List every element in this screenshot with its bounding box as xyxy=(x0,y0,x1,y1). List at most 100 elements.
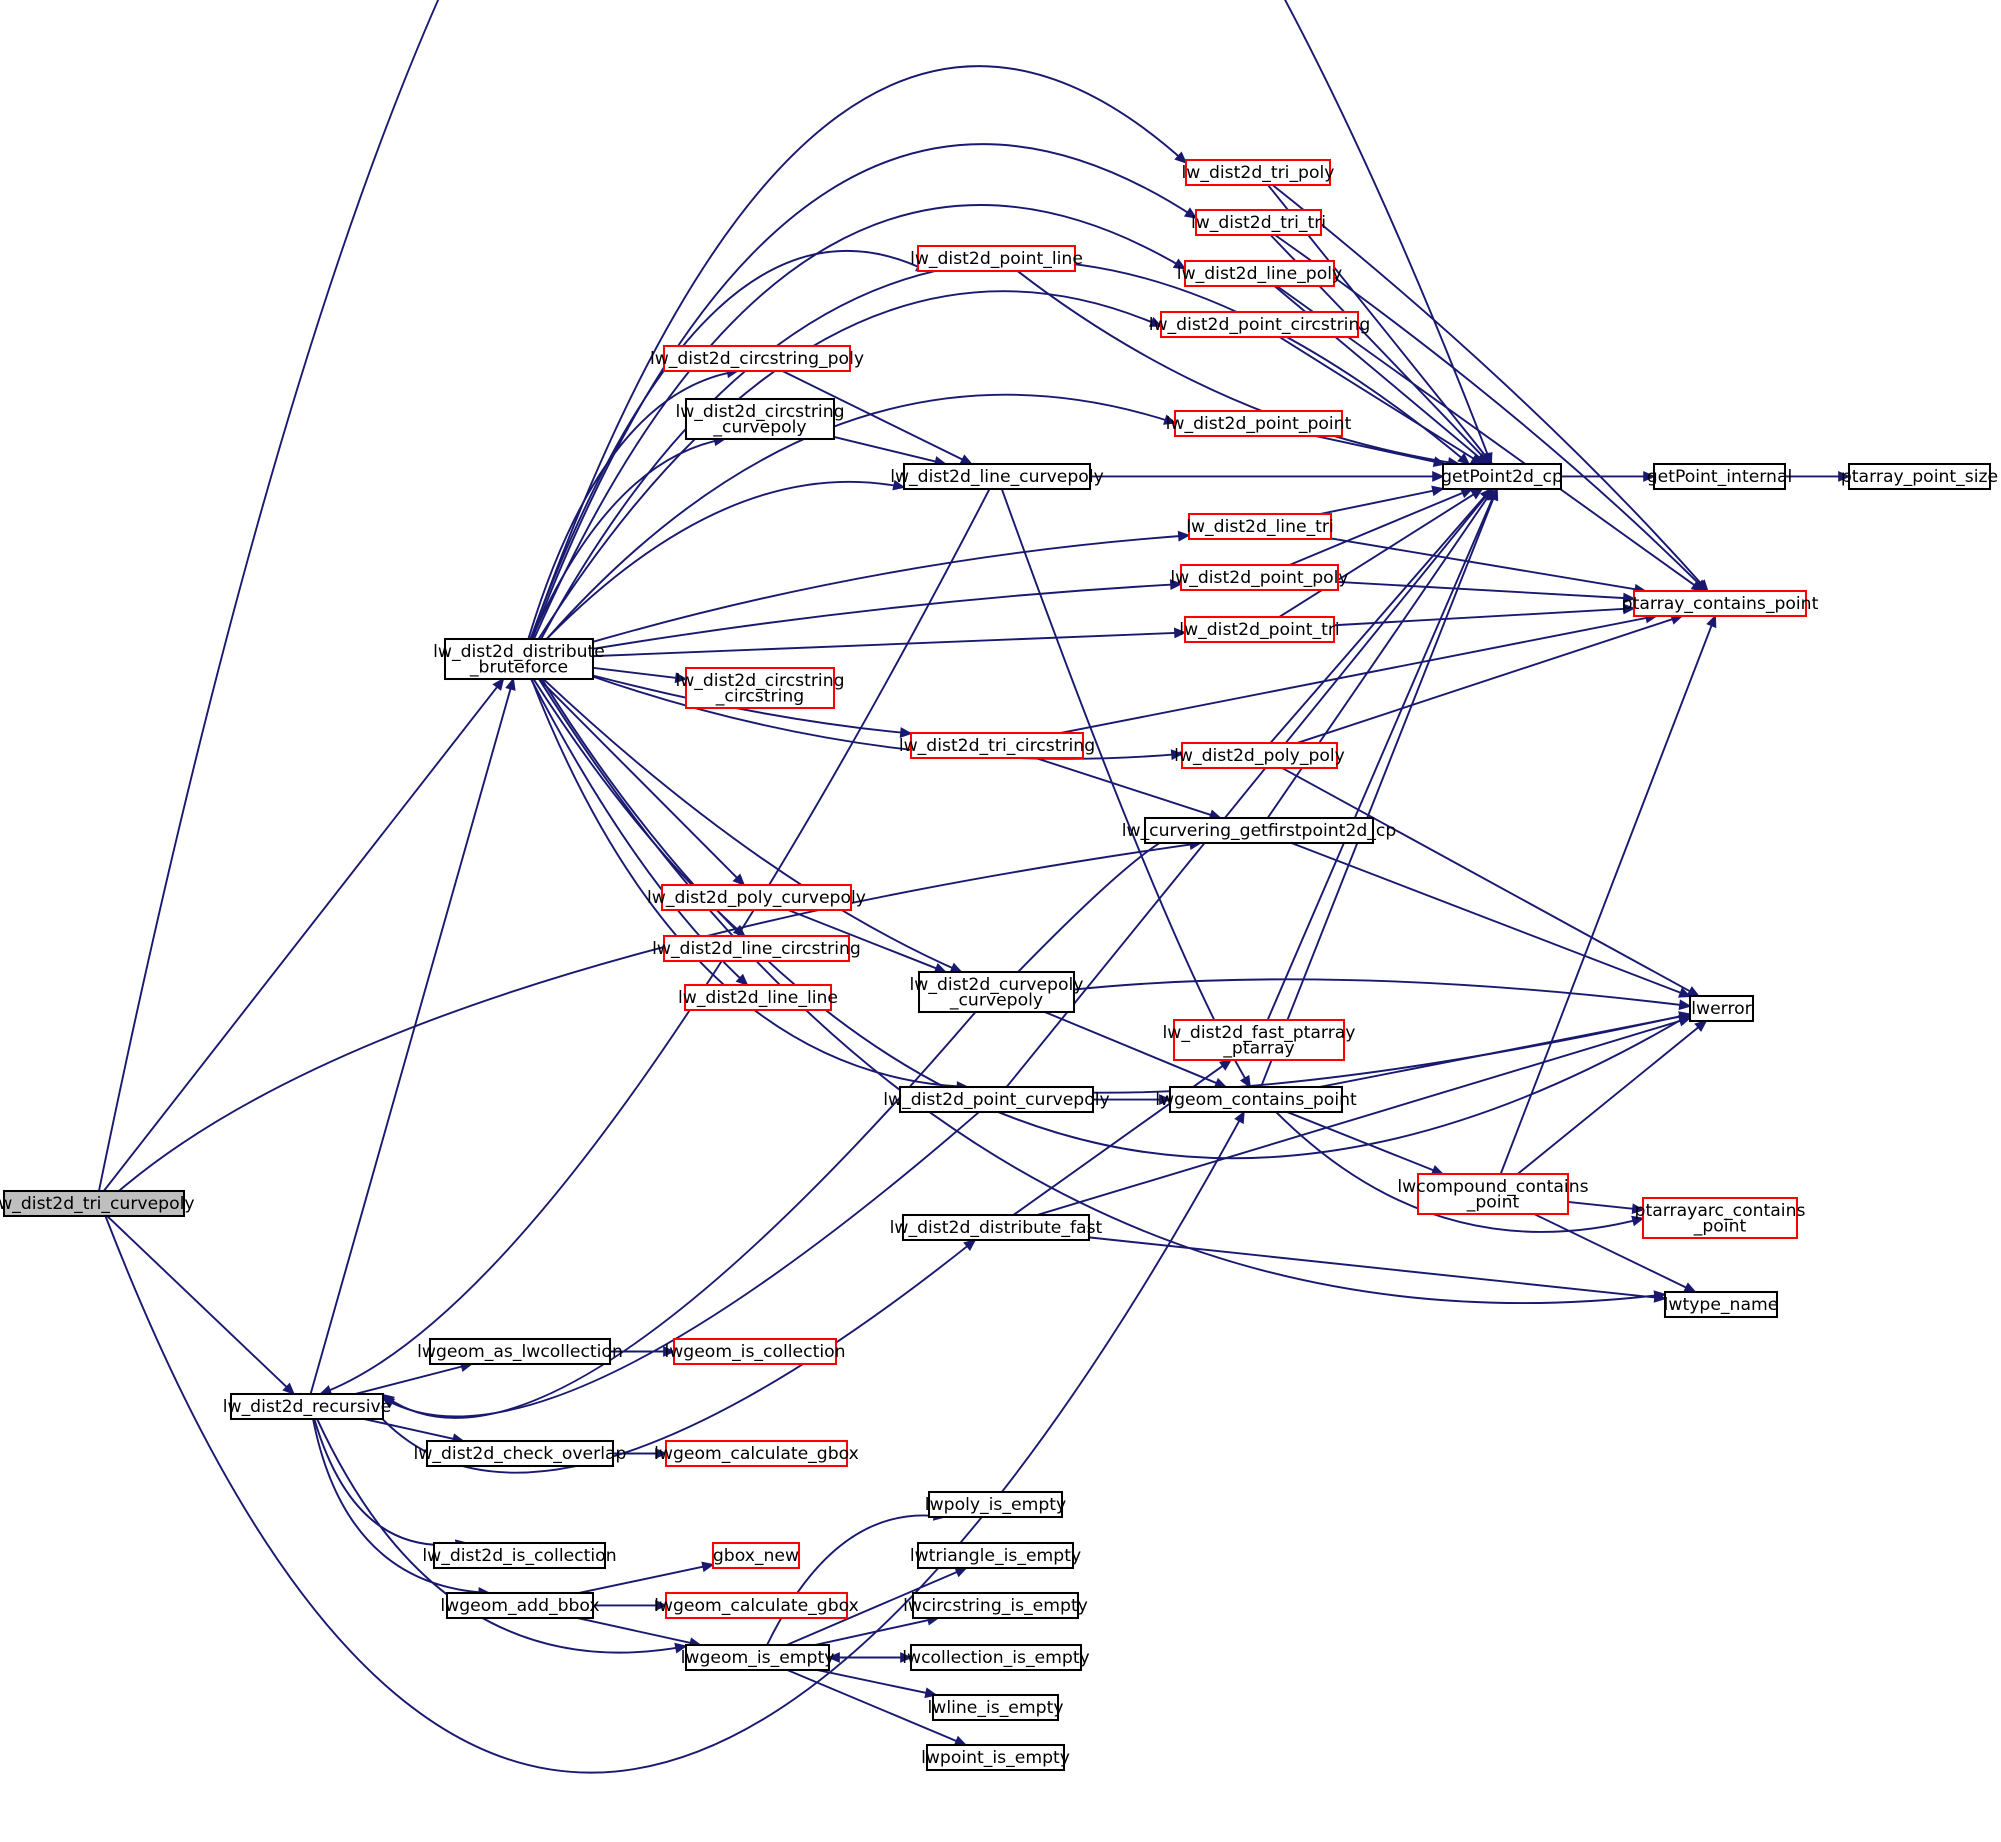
node-point-line[interactable]: lw_dist2d_point_line xyxy=(910,244,1083,273)
call-edge-tri_curvepoly-to-lwgeom_contains_point xyxy=(104,1110,1245,1774)
node-box xyxy=(1688,994,1755,1023)
node-fast-ptarray[interactable]: lw_dist2d_fast_ptarray_ptarray xyxy=(1162,1018,1356,1062)
call-edge-line xyxy=(537,290,1162,640)
call-edge-line xyxy=(382,1111,980,1418)
call-edge-point_poly-to-ptarray_contains_point xyxy=(1337,580,1636,604)
node-lwgeom-is-empty[interactable]: lwgeom_is_empty xyxy=(681,1643,835,1672)
node-line-poly[interactable]: lw_dist2d_line_poly xyxy=(1177,259,1342,288)
node-curvepoly-curvepoly[interactable]: lw_dist2d_curvepoly_curvepoly xyxy=(910,970,1084,1014)
node-getfirstpoint[interactable]: lw_curvering_getfirstpoint2d_cp xyxy=(1122,816,1397,845)
call-edge-circstring_curvepoly-to-line_curvepoly xyxy=(833,436,948,467)
node-calc-gbox1[interactable]: lwgeom_calculate_gbox xyxy=(654,1439,859,1468)
node-calc-gbox2[interactable]: lwgeom_calculate_gbox xyxy=(654,1591,859,1620)
node-box xyxy=(1187,512,1333,541)
call-edge-distribute_fast-to-lwerror xyxy=(1037,1015,1692,1216)
arrowhead-icon xyxy=(282,1382,296,1396)
node-poly-curvepoly[interactable]: lw_dist2d_poly_curvepoly xyxy=(647,883,866,912)
node-circstring-circstring[interactable]: lw_dist2d_circstring_circstring xyxy=(675,666,845,710)
call-edge-point_curvepoly-to-lwgeom_contains_point xyxy=(1093,1094,1172,1105)
node-distribute-fast[interactable]: lw_dist2d_distribute_fast xyxy=(890,1213,1103,1242)
node-lwcompound-contains[interactable]: lwcompound_contains_point xyxy=(1397,1172,1589,1216)
call-edge-lwcompound_contains-to-ptarray_contains_point xyxy=(1499,614,1717,1175)
arrowhead-icon xyxy=(1213,1077,1228,1088)
node-box xyxy=(672,1337,838,1366)
call-edge-bruteforce-to-tri_tri xyxy=(531,143,1198,640)
node-getPoint-internal[interactable]: getPoint_internal xyxy=(1647,462,1793,491)
node-label: lw_dist2d_is_collection xyxy=(422,1546,616,1566)
node-bruteforce[interactable]: lw_dist2d_distribute_bruteforce xyxy=(433,637,605,681)
call-edge-line xyxy=(540,678,1691,1160)
call-edge-bruteforce-to-poly_curvepoly xyxy=(538,678,746,887)
node-ptarray-point-size[interactable]: ptarray_point_size xyxy=(1841,462,1998,491)
call-edge-line xyxy=(531,143,1197,640)
node-line-tri[interactable]: lw_dist2d_line_tri xyxy=(1186,512,1334,541)
node-getPoint2d-cp[interactable]: getPoint2d_cp xyxy=(1441,462,1563,491)
node-label: lw_dist2d_circstring xyxy=(675,671,844,691)
node-lwtype-name[interactable]: lwtype_name xyxy=(1664,1290,1779,1319)
node-tri-circstring[interactable]: lw_dist2d_tri_circstring xyxy=(899,731,1095,760)
node-as-lwcollection[interactable]: lwgeom_as_lwcollection xyxy=(417,1337,623,1366)
call-edge-line xyxy=(118,842,1201,1192)
node-lwcircstring-is-empty[interactable]: lwcircstring_is_empty xyxy=(903,1591,1088,1620)
arrowhead-icon xyxy=(1678,999,1692,1011)
node-point-circstring[interactable]: lw_dist2d_point_circstring xyxy=(1149,310,1371,339)
node-lwgeom-contains-point[interactable]: lwgeom_contains_point xyxy=(1155,1085,1357,1114)
node-point-poly[interactable]: lw_dist2d_point_poly xyxy=(1170,563,1349,592)
node-lwerror[interactable]: lwerror xyxy=(1688,994,1755,1023)
node-poly-poly[interactable]: lw_dist2d_poly_poly xyxy=(1174,741,1345,770)
node-label: lwtriangle_is_empty xyxy=(910,1546,1081,1566)
node-label: lw_dist2d_recursive xyxy=(223,1397,392,1417)
node-point-tri[interactable]: lw_dist2d_point_tri xyxy=(1179,615,1340,644)
node-lwcollection-is-empty[interactable]: lwcollection_is_empty xyxy=(902,1643,1090,1672)
node-label: lw_dist2d_tri_tri xyxy=(1191,213,1326,233)
node-label: ptarray_contains_point xyxy=(1622,594,1819,614)
call-graph-nodes: lw_dist2d_tri_curvepoly lw_dist2d_distrib… xyxy=(0,158,1998,1772)
node-point-point[interactable]: lw_dist2d_point_point xyxy=(1166,409,1352,438)
node-add-bbox[interactable]: lwgeom_add_bbox xyxy=(440,1591,600,1620)
call-edge-lwgeom_is_empty-to-lwline_is_empty xyxy=(816,1669,938,1699)
call-edge-line xyxy=(313,1418,467,1546)
call-edge-as_lwcollection-to-lwgeom_is_collection xyxy=(609,1346,676,1357)
node-label: lw_dist2d_circstring_poly xyxy=(650,349,864,369)
node-is-collection[interactable]: lw_dist2d_is_collection xyxy=(422,1541,617,1570)
node-tri-poly[interactable]: lw_dist2d_tri_poly xyxy=(1182,158,1335,187)
node-lwpoly-is-empty[interactable]: lwpoly_is_empty xyxy=(925,1490,1066,1519)
node-lwtriangle-is-empty[interactable]: lwtriangle_is_empty xyxy=(910,1541,1081,1570)
node-box xyxy=(902,462,1092,491)
node-recursive[interactable]: lw_dist2d_recursive xyxy=(223,1392,392,1421)
call-edge-line_tri-to-ptarray_contains_point xyxy=(1330,537,1647,595)
node-tri-tri[interactable]: lw_dist2d_tri_tri xyxy=(1191,208,1326,237)
node-label: lw_dist2d_line_curvepoly xyxy=(890,467,1104,487)
node-ptarray-contains-point[interactable]: ptarray_contains_point xyxy=(1622,589,1819,618)
node-tri-curvepoly[interactable]: lw_dist2d_tri_curvepoly xyxy=(0,1189,195,1218)
node-label: lw_dist2d_line_poly xyxy=(1177,264,1342,284)
node-label: _bruteforce xyxy=(469,658,568,678)
node-label: lw_dist2d_distribute xyxy=(433,642,605,662)
node-label: lw_dist2d_check_overlap xyxy=(414,1444,627,1464)
node-box xyxy=(1184,158,1332,187)
call-edge-poly_poly-to-ptarray_contains_point xyxy=(1297,614,1684,744)
node-circstring-poly[interactable]: lw_dist2d_circstring_poly xyxy=(650,344,864,373)
call-edge-line xyxy=(545,480,905,640)
node-line-circstring[interactable]: lw_dist2d_line_circstring xyxy=(652,934,861,963)
node-gbox-new[interactable]: gbox_new xyxy=(711,1541,801,1570)
call-edge-line xyxy=(1274,234,1707,592)
node-lwgeom-is-collection[interactable]: lwgeom_is_collection xyxy=(664,1337,846,1366)
node-line-curvepoly[interactable]: lw_dist2d_line_curvepoly xyxy=(890,462,1104,491)
node-lwline-is-empty[interactable]: lwline_is_empty xyxy=(927,1693,1064,1722)
node-check-overlap[interactable]: lw_dist2d_check_overlap xyxy=(414,1439,627,1468)
node-label: lwgeom_calculate_gbox xyxy=(654,1444,859,1464)
node-circstring-curvepoly[interactable]: lw_dist2d_circstring_curvepoly xyxy=(675,397,845,441)
arrowhead-icon xyxy=(505,677,516,691)
node-box xyxy=(662,344,852,373)
node-line-line[interactable]: lw_dist2d_line_line xyxy=(678,983,838,1012)
call-edge-bruteforce-to-poly_poly xyxy=(592,675,1184,761)
call-edge-line xyxy=(546,393,1176,640)
node-label: lwgeom_contains_point xyxy=(1155,1090,1357,1110)
call-edge-line xyxy=(592,666,687,681)
node-lwpoint-is-empty[interactable]: lwpoint_is_empty xyxy=(921,1743,1070,1772)
call-edge-line xyxy=(542,678,962,973)
node-ptarrayarc-contains[interactable]: ptarrayarc_contains_point xyxy=(1635,1196,1806,1240)
node-box xyxy=(1179,563,1340,592)
node-point-curvepoly[interactable]: lw_dist2d_point_curvepoly xyxy=(883,1085,1110,1114)
